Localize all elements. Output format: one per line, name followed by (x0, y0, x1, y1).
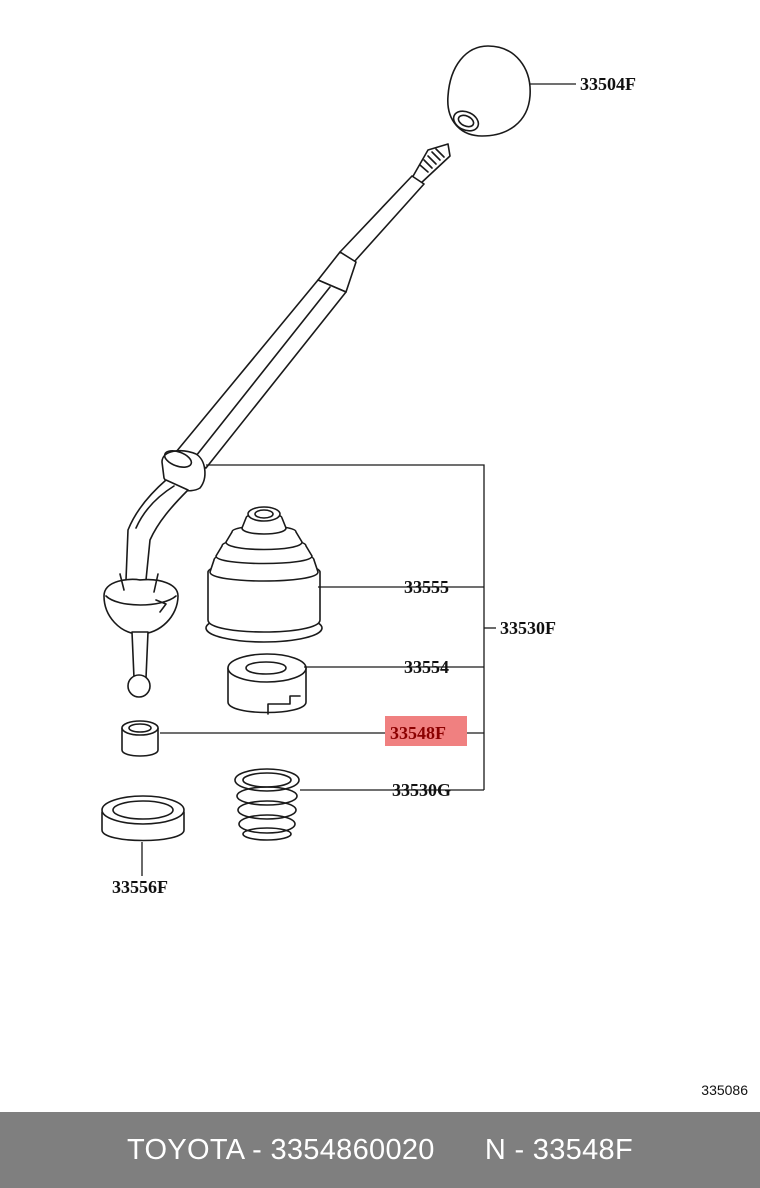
label-33530G[interactable]: 33530G (392, 780, 451, 800)
shift-lever-drawing[interactable] (103, 143, 451, 698)
footer-part-text: TOYOTA - 3354860020 N - 33548F (127, 1133, 633, 1166)
label-33504F[interactable]: 33504F (580, 74, 636, 94)
diagram-reference-code: 335086 (701, 1082, 748, 1098)
label-33530F[interactable]: 33530F (500, 618, 556, 638)
label-33556F[interactable]: 33556F (112, 877, 168, 897)
parts-diagram: 33504F 33555 33530F 33554 33548F 33530G … (101, 45, 636, 897)
label-33548F[interactable]: 33548F (390, 723, 446, 743)
boot-drawing[interactable] (205, 506, 323, 643)
spring-drawing[interactable] (234, 768, 300, 841)
leader-lines (141, 83, 576, 876)
seat-drawing[interactable] (101, 795, 185, 842)
label-33555[interactable]: 33555 (404, 577, 449, 597)
retainer-drawing[interactable] (227, 653, 307, 715)
highlight-box (385, 716, 467, 746)
shift-knob-drawing[interactable] (447, 45, 531, 137)
bushing-drawing[interactable] (121, 720, 159, 757)
label-33554[interactable]: 33554 (404, 657, 449, 677)
part-info-footer: TOYOTA - 3354860020 N - 33548F (0, 1112, 760, 1188)
